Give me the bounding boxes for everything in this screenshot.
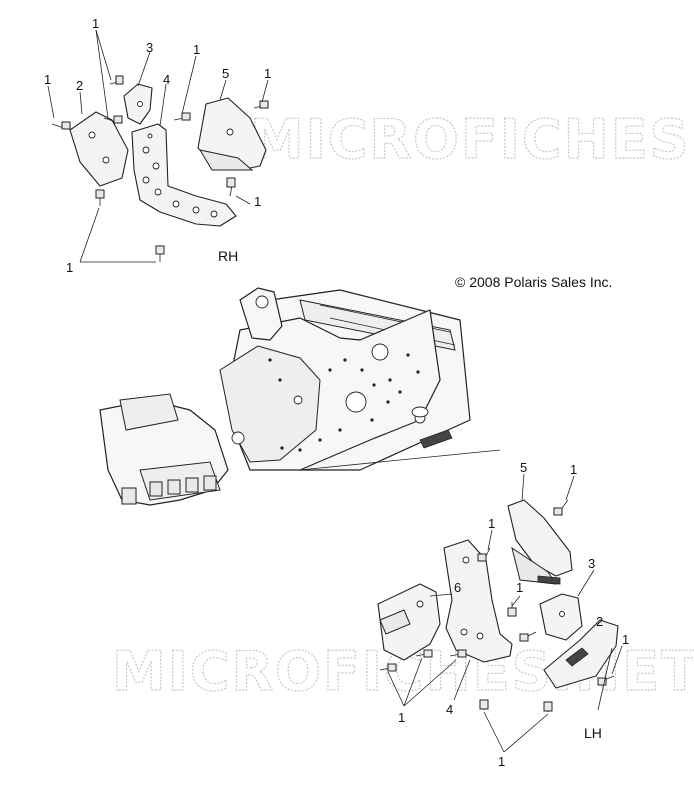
chassis-holes [231,343,426,452]
lh-part-5-guard [507,499,573,577]
callout-1: 1 [193,42,200,57]
rh-leader-lines [47,29,269,263]
callout-1: 1 [44,72,51,87]
rh-assembly [51,75,269,262]
callout-4: 4 [163,72,170,87]
callout-2: 2 [596,614,603,629]
callout-1: 1 [92,16,99,31]
copyright-text: © 2008 Polaris Sales Inc. [455,274,612,290]
callout-1: 1 [264,66,271,81]
rh-part-4-plate [131,123,237,227]
callout-4: 4 [446,702,453,717]
callout-3: 3 [146,40,153,55]
chassis-frame [99,287,501,506]
lh-part-3-bracket [539,593,583,641]
callout-3: 3 [588,556,595,571]
callout-1: 1 [66,260,73,275]
callout-5: 5 [520,460,527,475]
lh-bolts [379,499,615,712]
callout-1: 1 [488,516,495,531]
side-label-lh: LH [584,725,602,741]
rh-part-4-holes [142,133,218,218]
callout-6: 6 [454,580,461,595]
watermark-top: MICROFICHES.NET [250,108,694,171]
lh-callouts: 5 1 1 3 1 6 2 1 1 4 1 LH [398,460,629,769]
callout-1: 1 [622,632,629,647]
lh-leader-lines [387,473,623,753]
callout-1: 1 [398,710,405,725]
callout-1: 1 [498,754,505,769]
side-label-rh: RH [218,248,238,264]
callout-1: 1 [570,462,577,477]
rh-part-2-bracket [69,111,129,187]
lh-assembly [377,499,619,712]
rh-bolts [51,75,269,262]
chassis-mount-tabs [121,475,217,505]
callout-2: 2 [76,78,83,93]
callout-1: 1 [516,580,523,595]
callout-5: 5 [222,66,229,81]
rh-callouts: 1 3 1 5 1 4 2 1 1 1 RH [44,16,271,275]
callout-1: 1 [254,194,261,209]
